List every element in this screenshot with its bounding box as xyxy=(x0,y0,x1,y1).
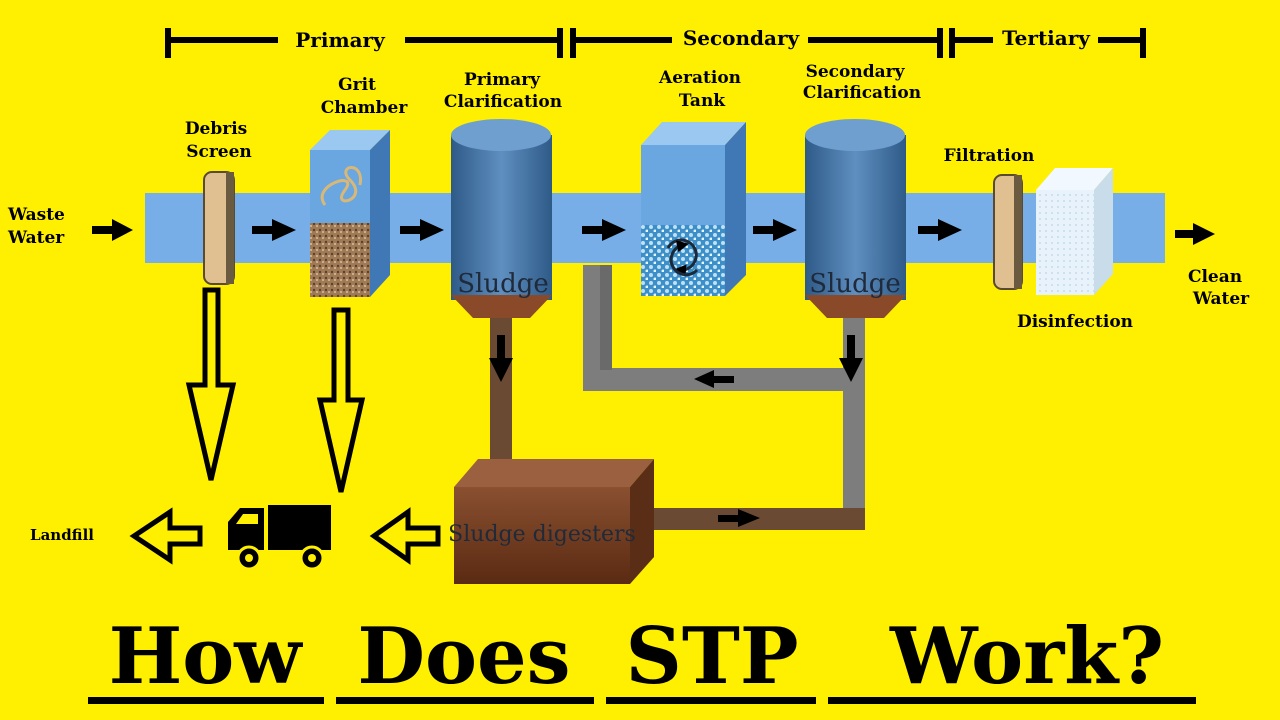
aeration-tank-unit xyxy=(641,122,746,296)
secondary-clarification-label: Secondary Clarification xyxy=(803,62,921,103)
flow-arrows xyxy=(92,219,1215,527)
arrow-icon xyxy=(400,219,444,241)
arrow-icon xyxy=(1175,223,1215,245)
title-word-does: Does xyxy=(357,611,570,702)
sludge-digester-unit: Sludge digesters xyxy=(448,459,654,584)
stage-label-primary: Primary xyxy=(295,28,386,52)
primary-clarification-label: Primary Clarification xyxy=(444,70,562,112)
debris-screen-label: Debris Screen xyxy=(185,119,253,162)
arrow-icon xyxy=(92,219,133,241)
hollow-arrow-icon xyxy=(316,307,366,493)
arrow-icon xyxy=(694,370,734,388)
hollow-arrow-icon xyxy=(129,507,203,565)
page-title: How Does STP Work? xyxy=(88,611,1196,704)
disinfection-label: Disinfection xyxy=(1017,312,1133,332)
primary-clarifier-unit: Sludge xyxy=(451,119,552,318)
title-word-work: Work? xyxy=(889,611,1164,702)
hollow-arrows xyxy=(129,287,441,565)
arrow-icon xyxy=(839,335,863,382)
sludge-digesters-label: Sludge digesters xyxy=(448,522,636,547)
title-word-how: How xyxy=(109,611,304,702)
arrow-icon xyxy=(718,509,760,527)
disinfection-unit xyxy=(1036,168,1113,295)
filtration-unit xyxy=(993,174,1023,290)
secondary-clarifier-unit: Sludge xyxy=(805,119,906,318)
grit-chamber-label: Grit Chamber xyxy=(321,75,409,118)
landfill-label: Landfill xyxy=(30,526,94,544)
grit-chamber-unit xyxy=(310,130,390,297)
primary-sludge-pipe xyxy=(490,310,512,470)
title-underline xyxy=(88,697,324,704)
arrow-icon xyxy=(753,219,797,241)
title-underline xyxy=(828,697,1196,704)
truck-icon xyxy=(228,505,331,571)
hollow-arrow-icon xyxy=(369,507,441,565)
waste-water-label: Waste Water xyxy=(7,205,71,248)
filtration-label: Filtration xyxy=(944,146,1035,166)
primary-sludge-label: Sludge xyxy=(457,269,549,299)
stage-label-tertiary: Tertiary xyxy=(1002,26,1091,50)
stage-brackets xyxy=(165,28,1146,58)
stage-label-secondary: Secondary xyxy=(683,26,801,50)
arrow-icon xyxy=(252,219,296,241)
clean-water-label: Clean Water xyxy=(1188,267,1250,309)
secondary-sludge-label: Sludge xyxy=(809,269,901,299)
hollow-arrow-icon xyxy=(185,287,237,481)
debris-screen-unit xyxy=(203,171,235,285)
title-word-stp: STP xyxy=(625,611,798,702)
arrow-icon xyxy=(918,219,962,241)
aeration-tank-label: Aeration Tank xyxy=(658,68,747,111)
title-underline xyxy=(336,697,594,704)
arrow-icon xyxy=(489,335,513,382)
title-underline xyxy=(606,697,816,704)
arrow-icon xyxy=(582,219,626,241)
